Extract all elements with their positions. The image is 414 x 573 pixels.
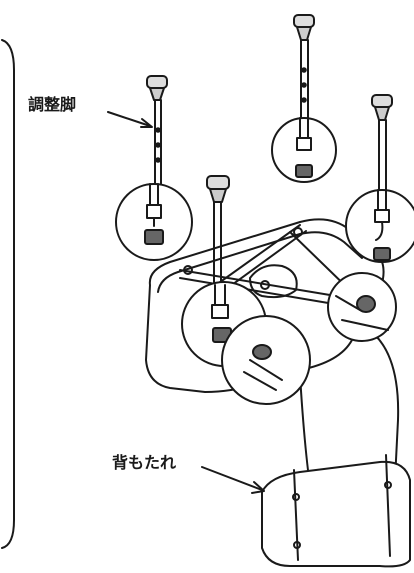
adjustable-legs-label: 調整脚 bbox=[28, 95, 77, 114]
rivet bbox=[293, 227, 303, 237]
detail-circle-5 bbox=[221, 315, 311, 405]
adjustable-leg-1 bbox=[146, 75, 168, 196]
adjustable-leg-3 bbox=[371, 94, 393, 201]
backrest-label: 背もたれ bbox=[112, 453, 177, 472]
leader-line-legs-tip bbox=[140, 118, 153, 128]
rivet bbox=[260, 280, 270, 290]
detail-circle-6 bbox=[327, 272, 397, 342]
detail-circle-2 bbox=[271, 117, 337, 183]
backrest-tube-l bbox=[293, 469, 299, 561]
adjustable-leg-2 bbox=[293, 14, 315, 129]
leader-line-backrest-tip bbox=[251, 481, 265, 494]
frame-edge bbox=[1, 39, 15, 549]
rivet bbox=[183, 265, 193, 275]
backrest-panel bbox=[261, 460, 411, 568]
leader-line-backrest bbox=[201, 466, 263, 491]
backrest-tube-r bbox=[385, 454, 391, 557]
screw bbox=[293, 541, 301, 549]
leader-line-legs bbox=[107, 111, 151, 127]
detail-circle-1 bbox=[115, 183, 193, 261]
screw bbox=[384, 481, 392, 489]
adjustable-leg-4 bbox=[206, 175, 230, 286]
seat-inner-rim bbox=[157, 231, 363, 293]
detail-circle-3 bbox=[345, 189, 414, 263]
screw bbox=[292, 493, 300, 501]
